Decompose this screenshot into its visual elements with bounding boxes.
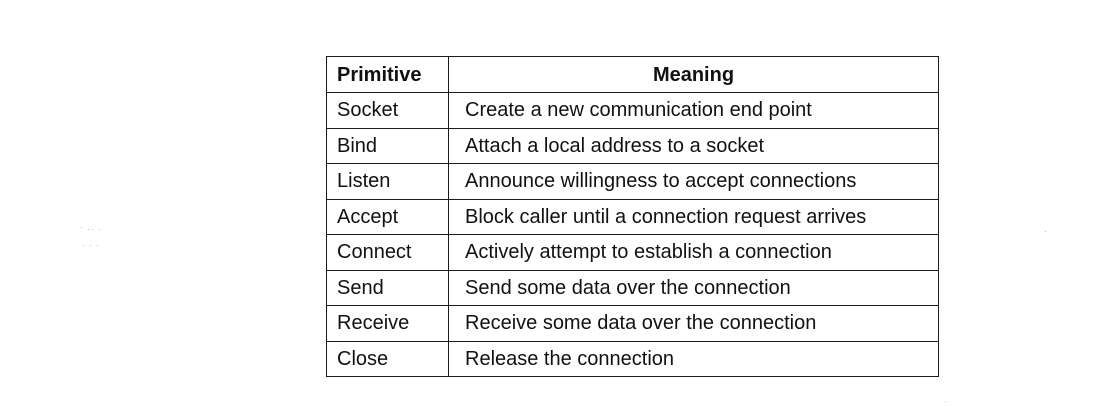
table-row: Accept Block caller until a connection r…: [326, 198, 939, 235]
table-row: Send Send some data over the connection: [326, 269, 939, 306]
primitive-cell: Socket: [326, 92, 449, 129]
socket-primitives-table-container: Primitive Meaning Socket Create a new co…: [326, 56, 939, 377]
primitive-column-header: Primitive: [326, 56, 449, 93]
scan-speck: ·: [1044, 226, 1048, 236]
socket-primitives-table: Primitive Meaning Socket Create a new co…: [326, 56, 939, 377]
primitive-cell: Accept: [326, 198, 449, 235]
scan-speck: ·: [944, 396, 948, 406]
meaning-cell: Actively attempt to establish a connecti…: [448, 234, 939, 271]
primitive-cell: Connect: [326, 234, 449, 271]
table-row: Socket Create a new communication end po…: [326, 92, 939, 129]
primitive-cell: Bind: [326, 127, 449, 164]
table-row: Bind Attach a local address to a socket: [326, 127, 939, 164]
table-header-row: Primitive Meaning: [326, 56, 939, 93]
meaning-cell: Block caller until a connection request …: [448, 198, 939, 235]
meaning-cell: Release the connection: [448, 340, 939, 377]
meaning-cell: Announce willingness to accept connectio…: [448, 163, 939, 200]
meaning-cell: Receive some data over the connection: [448, 305, 939, 342]
scan-speck: · .. .: [80, 222, 102, 232]
table-row: Listen Announce willingness to accept co…: [326, 163, 939, 200]
primitive-cell: Close: [326, 340, 449, 377]
table-row: Connect Actively attempt to establish a …: [326, 234, 939, 271]
meaning-column-header: Meaning: [448, 56, 939, 93]
meaning-cell: Send some data over the connection: [448, 269, 939, 306]
scan-speck: . . .: [82, 238, 100, 248]
table-row: Receive Receive some data over the conne…: [326, 305, 939, 342]
primitive-cell: Send: [326, 269, 449, 306]
primitive-cell: Receive: [326, 305, 449, 342]
meaning-cell: Create a new communication end point: [448, 92, 939, 129]
meaning-cell: Attach a local address to a socket: [448, 127, 939, 164]
table-row: Close Release the connection: [326, 340, 939, 377]
primitive-cell: Listen: [326, 163, 449, 200]
